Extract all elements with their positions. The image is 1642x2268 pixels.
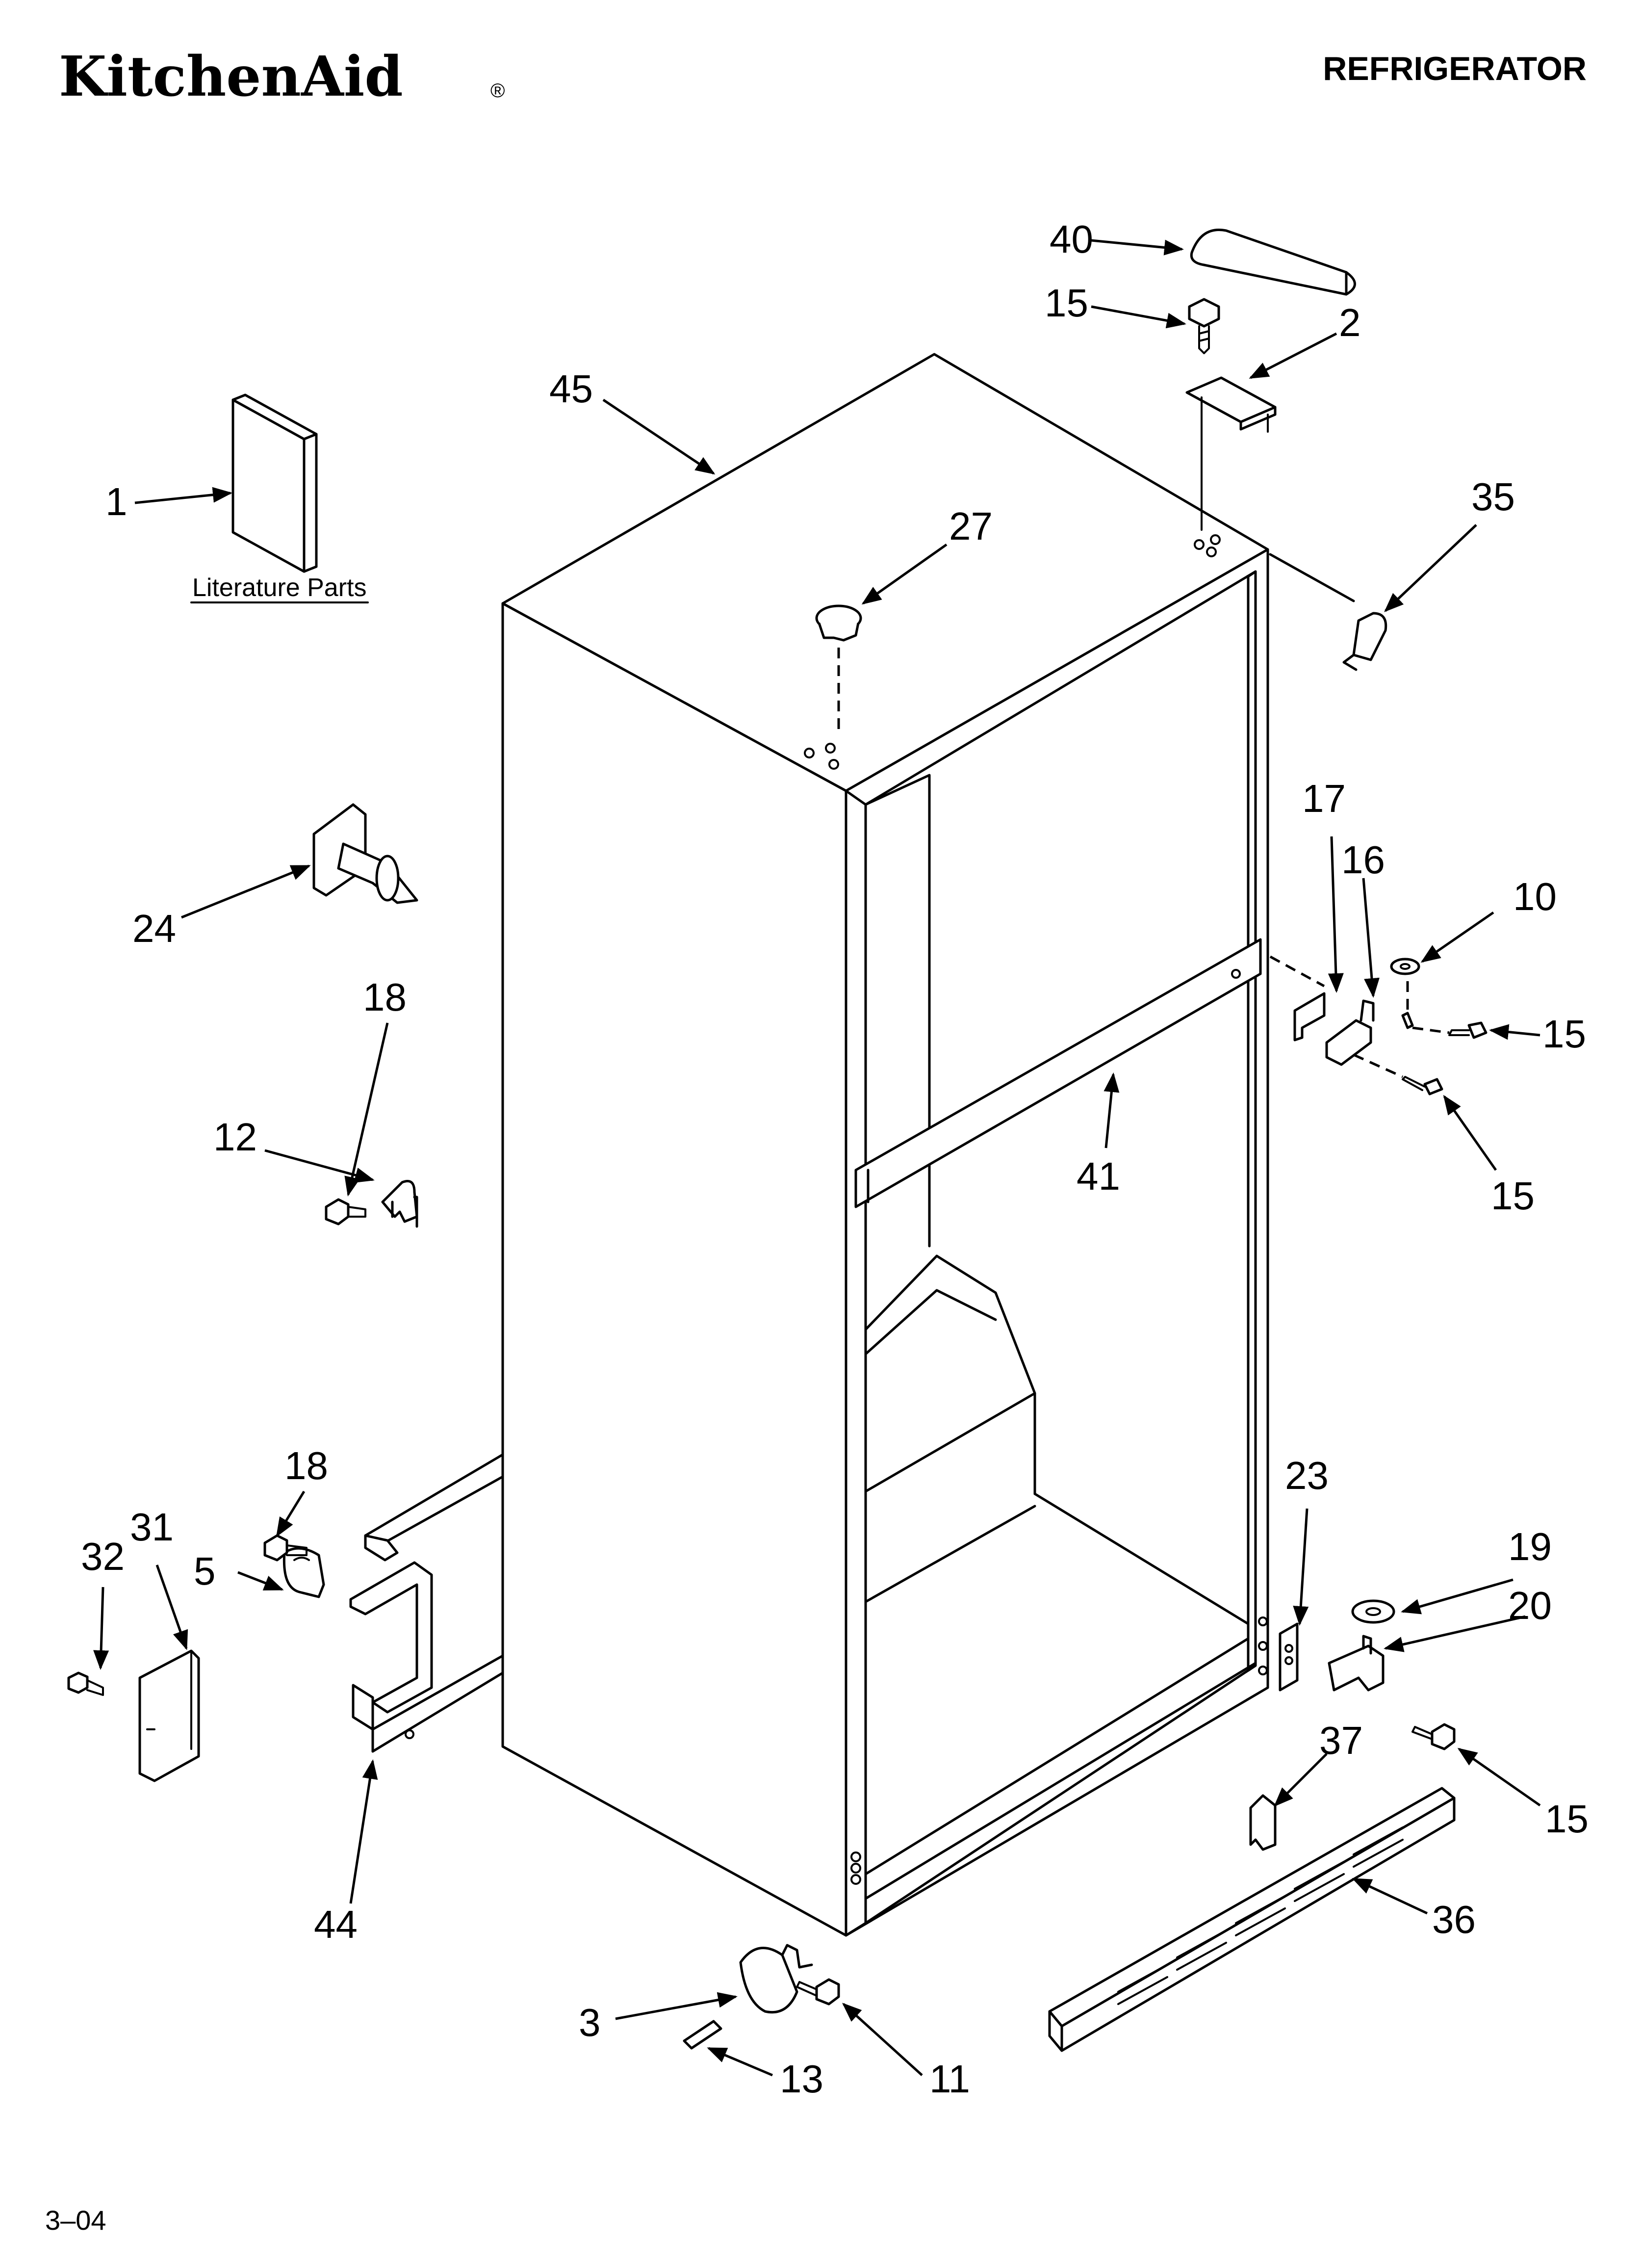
callout-13: 13	[780, 2057, 823, 2101]
callout-41: 41	[1077, 1154, 1120, 1198]
hole-plug	[815, 604, 862, 736]
callout-18-upper: 18	[363, 975, 407, 1019]
callout-40: 40	[1050, 217, 1093, 261]
door-handle-bracket	[349, 1453, 504, 1753]
divider-bar	[854, 938, 1262, 1208]
hinge-trim	[1269, 553, 1387, 671]
callout-19: 19	[1508, 1525, 1552, 1568]
callout-17: 17	[1302, 777, 1346, 820]
callout-16: 16	[1341, 838, 1385, 882]
handle-mount-lower	[263, 1534, 325, 1598]
literature-parts-booklet	[231, 393, 318, 573]
callout-15-top: 15	[1045, 281, 1088, 325]
callout-18-lower: 18	[284, 1444, 328, 1487]
callout-15-mid-lower: 15	[1491, 1174, 1535, 1218]
callout-32: 32	[81, 1535, 125, 1578]
callout-45: 45	[549, 367, 593, 411]
callout-5: 5	[194, 1549, 216, 1593]
callout-10: 10	[1513, 875, 1557, 918]
callout-35: 35	[1471, 475, 1515, 519]
door-stop-pin	[312, 803, 418, 904]
bottom-hinge-assembly	[1279, 1599, 1456, 1750]
callout-27: 27	[949, 504, 993, 548]
callout-12: 12	[213, 1115, 257, 1159]
callout-23: 23	[1285, 1454, 1329, 1497]
top-hinge	[1185, 376, 1277, 531]
leveling-assembly	[683, 1944, 840, 2050]
toe-grille	[1048, 1787, 1456, 2052]
grille-clip	[1249, 1794, 1277, 1851]
page-title: REFRIGERATOR	[1323, 50, 1587, 87]
callout-15-bottom: 15	[1545, 1797, 1589, 1841]
callout-2: 2	[1339, 301, 1361, 344]
callout-44: 44	[314, 1903, 358, 1946]
center-hinge-assembly	[1269, 955, 1488, 1095]
callout-arrows	[93, 239, 1541, 2077]
callout-labels: 1 40 15 2 45 27 35 24 18 12 41 17 16 10 …	[81, 217, 1589, 2101]
callout-20: 20	[1508, 1584, 1552, 1627]
literature-parts-label: Literature Parts	[192, 574, 367, 602]
hinge-screw	[1188, 298, 1220, 354]
callout-37: 37	[1319, 1719, 1363, 1762]
brand-logo: KitchenAid	[59, 45, 403, 109]
callout-1: 1	[105, 480, 128, 523]
callout-31: 31	[130, 1505, 174, 1549]
side-cover-plate	[67, 1649, 200, 1782]
callout-3: 3	[579, 2001, 601, 2044]
callout-36: 36	[1432, 1898, 1476, 1941]
refrigerator-cabinet	[501, 353, 1269, 1937]
registered-mark: ®	[490, 80, 505, 102]
hinge-cover	[1190, 229, 1356, 296]
callout-24: 24	[132, 907, 176, 950]
handle-mount-upper	[325, 1180, 418, 1228]
callout-11: 11	[929, 2057, 970, 2101]
callout-15-mid-right: 15	[1542, 1012, 1586, 1056]
footer-code: 3–04	[45, 2205, 106, 2236]
